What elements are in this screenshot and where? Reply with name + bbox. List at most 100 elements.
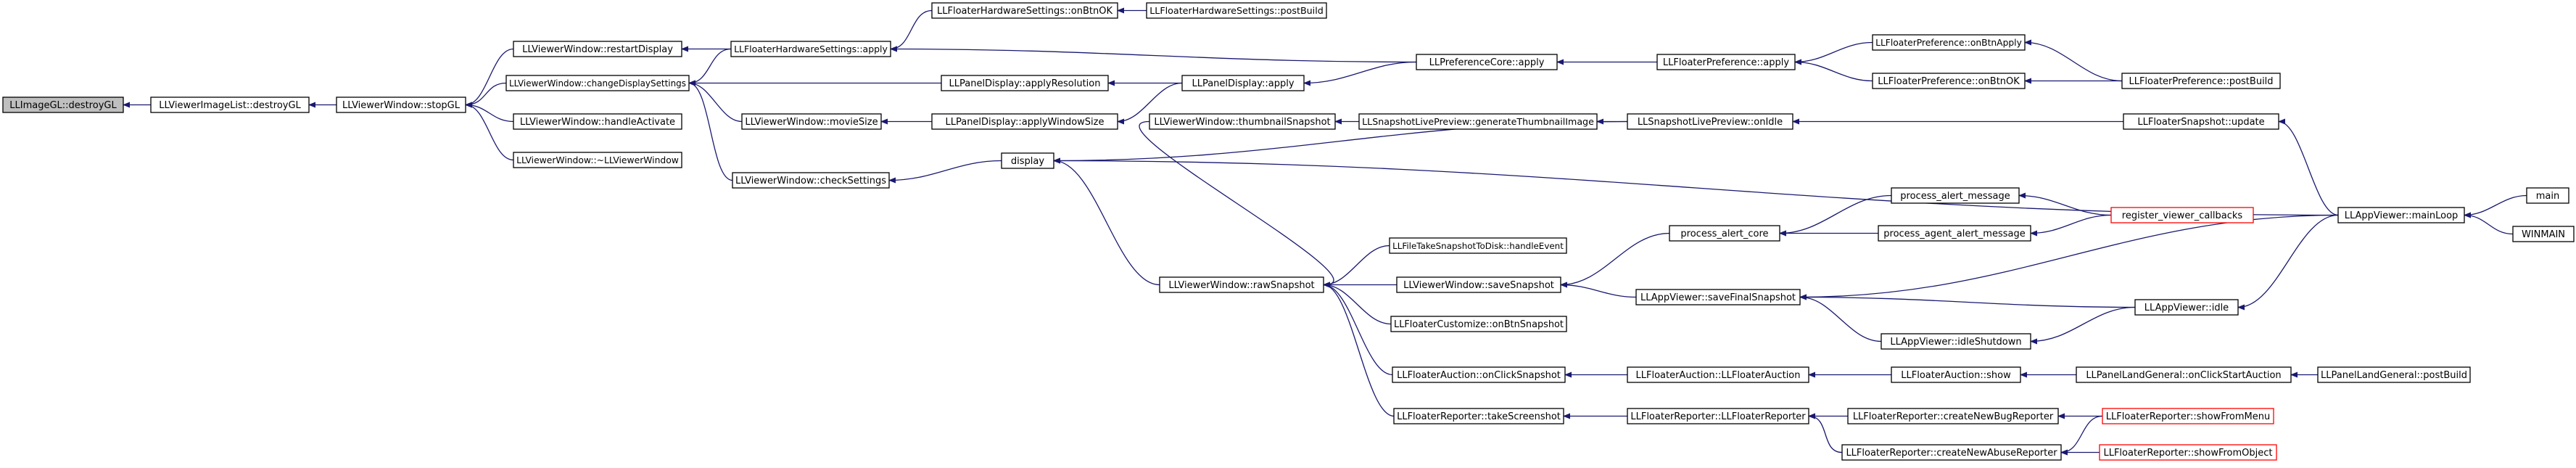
graph-node[interactable]: LLViewerWindow::checkSettings	[732, 172, 890, 189]
node-box[interactable]	[150, 97, 310, 113]
graph-node[interactable]: LLViewerImageList::destroyGL	[150, 97, 310, 113]
graph-node[interactable]: LLFloaterPreference::postBuild	[2121, 73, 2281, 89]
graph-node[interactable]: LLViewerWindow::movieSize	[741, 113, 882, 130]
node-box[interactable]	[1635, 289, 1801, 305]
graph-node[interactable]: LLSnapshotLivePreview::onIdle	[1627, 113, 1793, 130]
graph-node[interactable]: LLFloaterHardwareSettings::apply	[730, 41, 891, 57]
node-box[interactable]	[2121, 73, 2281, 89]
graph-node[interactable]: LLFloaterReporter::LLFloaterReporter	[1627, 408, 1809, 424]
graph-node[interactable]: LLPanelDisplay::apply	[1181, 75, 1305, 91]
node-box[interactable]	[505, 75, 690, 91]
node-box[interactable]	[2134, 299, 2239, 316]
graph-node[interactable]: LLPanelDisplay::applyResolution	[941, 75, 1109, 91]
graph-node[interactable]: LLFloaterReporter::showFromObject	[2099, 444, 2277, 461]
node-box[interactable]	[1392, 366, 1566, 383]
graph-node[interactable]: LLViewerWindow::saveSnapshot	[1396, 276, 1561, 293]
graph-node[interactable]: LLViewerWindow::restartDisplay	[513, 41, 682, 57]
node-box[interactable]	[1872, 73, 2026, 89]
node-box[interactable]	[2317, 366, 2471, 383]
node-box[interactable]	[1389, 237, 1567, 254]
graph-node[interactable]: WINMAIN	[2512, 226, 2575, 242]
graph-node[interactable]: LLFloaterReporter::takeScreenshot	[1393, 408, 1564, 424]
graph-node[interactable]: main	[2526, 187, 2569, 204]
graph-node[interactable]: LLFloaterPreference::onBtnOK	[1872, 73, 2026, 89]
graph-node[interactable]: LLFloaterHardwareSettings::onBtnOK	[931, 2, 1118, 19]
graph-node[interactable]: LLFloaterCustomize::onBtnSnapshot	[1390, 316, 1567, 332]
node-box[interactable]	[2123, 113, 2279, 130]
graph-node[interactable]: LLAppViewer::mainLoop	[2337, 207, 2465, 223]
node-box[interactable]	[931, 113, 1118, 130]
graph-node[interactable]: LLFloaterReporter::createNewAbuseReporte…	[1841, 444, 2062, 461]
graph-node[interactable]: LLPanelDisplay::applyWindowSize	[931, 113, 1118, 130]
node-box[interactable]	[1396, 276, 1561, 293]
graph-node[interactable]: LLFloaterPreference::onBtnApply	[1872, 34, 2026, 51]
graph-node[interactable]: LLViewerWindow::thumbnailSnapshot	[1149, 113, 1336, 130]
node-box[interactable]	[931, 2, 1118, 19]
node-box[interactable]	[1669, 225, 1780, 242]
node-box[interactable]	[1841, 444, 2062, 461]
graph-node[interactable]: LLFloaterReporter::createNewBugReporter	[1847, 408, 2059, 424]
node-box[interactable]	[513, 152, 682, 168]
graph-node[interactable]: LLViewerWindow::changeDisplaySettings	[505, 75, 690, 91]
graph-node[interactable]: process_agent_alert_message	[1878, 225, 2031, 242]
node-box[interactable]	[1416, 54, 1558, 70]
graph-node[interactable]: display	[1001, 152, 1054, 169]
graph-node[interactable]: LLViewerWindow::stopGL	[336, 97, 466, 113]
node-box[interactable]	[1627, 408, 1809, 424]
node-box[interactable]	[2076, 366, 2292, 383]
graph-node[interactable]: LLFloaterReporter::showFromMenu	[2102, 408, 2274, 424]
node-box[interactable]	[336, 97, 466, 113]
node-box[interactable]	[1881, 333, 2031, 350]
graph-node[interactable]: LLAppViewer::idleShutdown	[1881, 333, 2031, 350]
node-box[interactable]	[2102, 408, 2274, 424]
node-box[interactable]	[1181, 75, 1305, 91]
node-box[interactable]	[2110, 207, 2254, 223]
node-box[interactable]	[1393, 408, 1564, 424]
graph-node[interactable]: LLFloaterHardwareSettings::postBuild	[1146, 2, 1327, 19]
node-box[interactable]	[1146, 2, 1327, 19]
graph-node[interactable]: LLAppViewer::idle	[2134, 299, 2239, 316]
node-box[interactable]	[732, 172, 890, 189]
node-box[interactable]	[730, 41, 891, 57]
graph-node[interactable]: LLFloaterSnapshot::update	[2123, 113, 2279, 130]
node-box[interactable]	[1891, 187, 2020, 204]
node-box[interactable]	[1872, 34, 2026, 51]
node-box[interactable]	[1001, 152, 1054, 169]
graph-node[interactable]: LLSnapshotLivePreview::generateThumbnail…	[1358, 113, 1598, 130]
graph-node[interactable]: LLViewerWindow::handleActivate	[513, 113, 682, 130]
graph-node[interactable]: LLPreferenceCore::apply	[1416, 54, 1558, 70]
node-box[interactable]	[1390, 316, 1567, 332]
graph-node[interactable]: LLImageGL::destroyGL	[2, 97, 124, 113]
node-box[interactable]	[2, 97, 124, 113]
node-box[interactable]	[1358, 113, 1598, 130]
graph-node[interactable]: LLFloaterAuction::show	[1891, 366, 2021, 383]
graph-node[interactable]: LLFileTakeSnapshotToDisk::handleEvent	[1389, 237, 1567, 254]
graph-node[interactable]: LLAppViewer::saveFinalSnapshot	[1635, 289, 1801, 305]
node-box[interactable]	[2099, 444, 2277, 461]
graph-node[interactable]: LLViewerWindow::rawSnapshot	[1159, 276, 1324, 293]
node-box[interactable]	[941, 75, 1109, 91]
node-box[interactable]	[1149, 113, 1336, 130]
graph-node[interactable]: LLPanelLandGeneral::onClickStartAuction	[2076, 366, 2292, 383]
node-box[interactable]	[741, 113, 882, 130]
node-box[interactable]	[1891, 366, 2021, 383]
node-box[interactable]	[2526, 187, 2569, 204]
node-box[interactable]	[2512, 226, 2575, 242]
node-box[interactable]	[1847, 408, 2059, 424]
graph-node[interactable]: LLFloaterPreference::apply	[1656, 54, 1796, 70]
graph-node[interactable]: LLFloaterAuction::LLFloaterAuction	[1627, 366, 1809, 383]
graph-node[interactable]: process_alert_core	[1669, 225, 1780, 242]
node-box[interactable]	[513, 113, 682, 130]
graph-node[interactable]: LLViewerWindow::~LLViewerWindow	[513, 152, 682, 168]
node-box[interactable]	[1627, 113, 1793, 130]
graph-node[interactable]: LLFloaterAuction::onClickSnapshot	[1392, 366, 1566, 383]
graph-node[interactable]: process_alert_message	[1891, 187, 2020, 204]
graph-node[interactable]: LLPanelLandGeneral::postBuild	[2317, 366, 2471, 383]
node-box[interactable]	[1159, 276, 1324, 293]
graph-node[interactable]: register_viewer_callbacks	[2110, 207, 2254, 223]
node-box[interactable]	[2337, 207, 2465, 223]
node-box[interactable]	[1656, 54, 1796, 70]
node-box[interactable]	[1627, 366, 1809, 383]
node-box[interactable]	[513, 41, 682, 57]
node-box[interactable]	[1878, 225, 2031, 242]
